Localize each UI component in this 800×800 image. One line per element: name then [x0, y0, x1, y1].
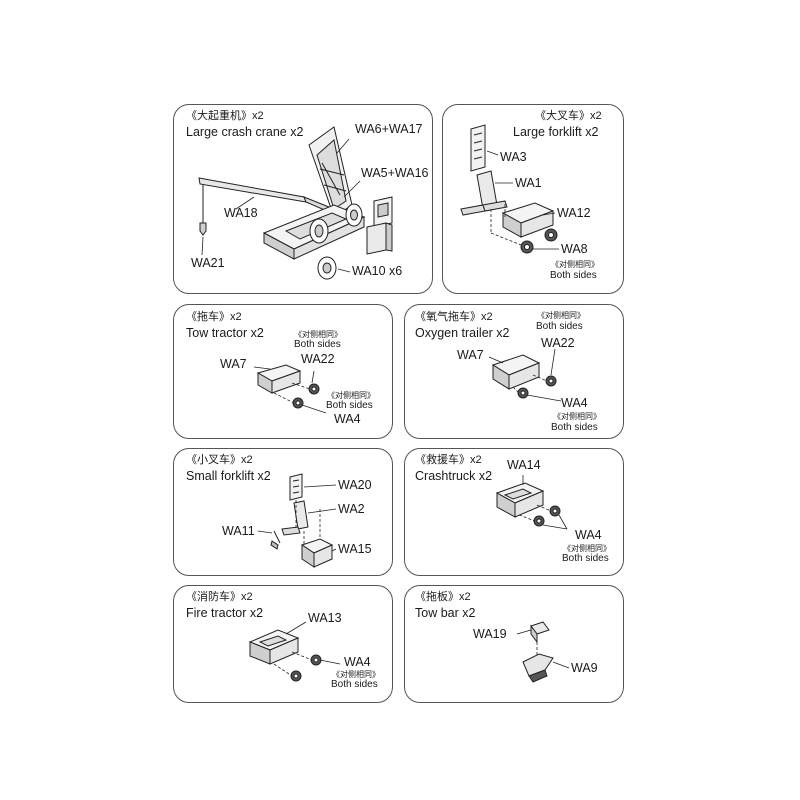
label-wa7: WA7 [457, 348, 484, 362]
note2-cn: 《对侧相同》 [553, 412, 601, 421]
label-wa8: WA8 [561, 242, 588, 256]
panel-title-en: Small forklift x2 [186, 469, 271, 483]
panel-title-cn: 《拖车》x2 [186, 311, 242, 323]
crashtruck-illustration [405, 449, 625, 577]
tow-tractor-illustration [174, 305, 394, 440]
label-wa5-wa16: WA5+WA16 [361, 166, 429, 180]
label-wa19: WA19 [473, 627, 507, 641]
large-forklift-illustration [443, 105, 625, 295]
panel-title-en: Tow bar x2 [415, 606, 476, 620]
label-wa12: WA12 [557, 206, 591, 220]
panel-title-cn: 《小叉车》x2 [186, 454, 253, 466]
panel-title-cn: 《消防车》x2 [186, 591, 253, 603]
panel-tow-tractor: 《拖车》x2 Tow tractor x2 《对侧相同》 Both sides … [173, 304, 393, 439]
panel-fire-tractor: 《消防车》x2 Fire tractor x2 WA13 WA4 《对侧相同》 … [173, 585, 393, 703]
label-wa2: WA2 [338, 502, 365, 516]
note-en: Both sides [331, 679, 378, 690]
note2-en: Both sides [551, 422, 598, 433]
panel-title-cn: 《氧气拖车》x2 [415, 311, 493, 323]
label-wa14: WA14 [507, 458, 541, 472]
label-wa4: WA4 [334, 412, 361, 426]
panel-title-cn: 《大起重机》x2 [186, 110, 264, 122]
label-wa18: WA18 [224, 206, 258, 220]
note2-cn: 《对侧相同》 [327, 391, 375, 400]
panel-title-cn: 《救援车》x2 [415, 454, 482, 466]
note-en: Both sides [550, 270, 597, 281]
note-en: Both sides [562, 553, 609, 564]
note1-cn: 《对侧相同》 [294, 330, 342, 339]
panel-oxygen-trailer: 《氧气拖车》x2 Oxygen trailer x2 《对侧相同》 Both s… [404, 304, 624, 439]
label-wa10: WA10 x6 [352, 264, 403, 278]
label-wa15: WA15 [338, 542, 372, 556]
label-wa20: WA20 [338, 478, 372, 492]
panel-title-en: Oxygen trailer x2 [415, 326, 510, 340]
panel-title-cn: 《拖板》x2 [415, 591, 471, 603]
note1-en: Both sides [536, 321, 583, 332]
note1-en: Both sides [294, 339, 341, 350]
panel-title-en: Fire tractor x2 [186, 606, 264, 620]
label-wa4: WA4 [575, 528, 602, 542]
panel-large-crash-crane: 《大起重机》x2 Large crash crane x2 [173, 104, 433, 294]
panel-large-forklift: 《大叉车》x2 Large forklift x2 WA3 WA1 [442, 104, 624, 294]
note-cn: 《对侧相同》 [563, 544, 611, 553]
small-forklift-illustration [174, 449, 394, 577]
label-wa13: WA13 [308, 611, 342, 625]
tow-bar-illustration [405, 586, 625, 704]
panel-title-cn: 《大叉车》x2 [535, 110, 602, 122]
label-wa4: WA4 [344, 655, 371, 669]
note-cn: 《对侧相同》 [332, 670, 380, 679]
oxygen-trailer-illustration [405, 305, 625, 440]
label-wa3: WA3 [500, 150, 527, 164]
label-wa22: WA22 [541, 336, 575, 350]
panel-title-en: Large crash crane x2 [186, 125, 304, 139]
label-wa21: WA21 [191, 256, 225, 270]
panel-small-forklift: 《小叉车》x2 Small forklift x2 WA20 WA2 WA11 … [173, 448, 393, 576]
label-wa4: WA4 [561, 396, 588, 410]
label-wa22: WA22 [301, 352, 335, 366]
note2-en: Both sides [326, 400, 373, 411]
label-wa1: WA1 [515, 176, 542, 190]
note1-cn: 《对侧相同》 [537, 311, 585, 320]
panel-title-en: Crashtruck x2 [415, 469, 493, 483]
panel-title-en: Large forklift x2 [513, 125, 599, 139]
label-wa11: WA11 [222, 524, 255, 538]
label-wa6-wa17: WA6+WA17 [355, 122, 423, 136]
crane-illustration [174, 105, 434, 295]
panel-crashtruck: 《救援车》x2 Crashtruck x2 WA14 WA4 《对侧相同》 Bo… [404, 448, 624, 576]
label-wa9: WA9 [571, 661, 598, 675]
fire-tractor-illustration [174, 586, 394, 704]
note-cn: 《对侧相同》 [551, 260, 599, 269]
panel-tow-bar: 《拖板》x2 Tow bar x2 WA19 WA9 [404, 585, 624, 703]
panel-title-en: Tow tractor x2 [186, 326, 264, 340]
label-wa7: WA7 [220, 357, 247, 371]
